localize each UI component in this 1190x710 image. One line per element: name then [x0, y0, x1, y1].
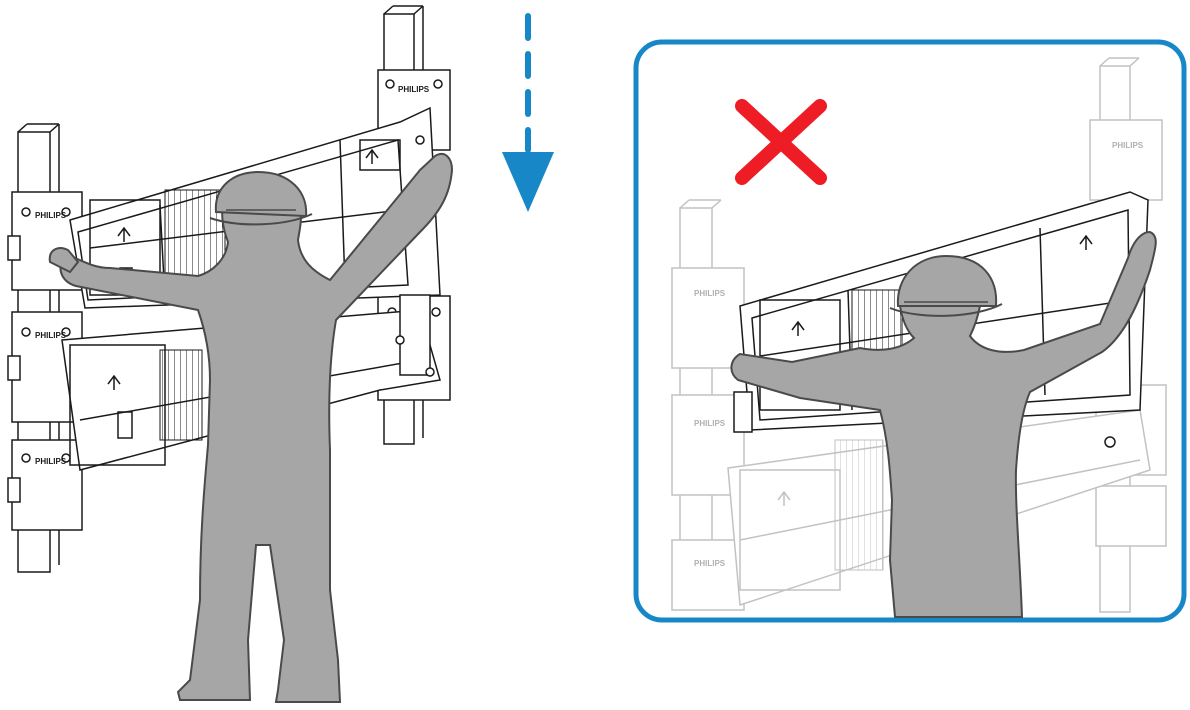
down-arrow-icon [502, 13, 554, 212]
faded-bracket-logos: PHILIPS PHILIPS PHILIPS PHILIPS [694, 141, 1144, 568]
installer-person [48, 152, 454, 703]
philips-logo-text: PHILIPS [35, 457, 67, 466]
philips-logo-text: PHILIPS [35, 211, 67, 220]
philips-logo-text: PHILIPS [694, 559, 726, 568]
philips-logo-text: PHILIPS [694, 419, 726, 428]
correct-installation-scene: PHILIPS PHILIPS PHILIPS PHILIPS [7, 5, 454, 703]
right-bracket-logos: PHILIPS [398, 85, 430, 94]
incorrect-installation-panel: PHILIPS PHILIPS PHILIPS PHILIPS [633, 39, 1187, 623]
philips-logo-text: PHILIPS [694, 289, 726, 298]
red-cross-icon [735, 99, 827, 185]
installer-person-wrong [730, 230, 1157, 618]
philips-logo-text: PHILIPS [35, 331, 67, 340]
philips-logo-text: PHILIPS [398, 85, 430, 94]
left-bracket-logos: PHILIPS PHILIPS PHILIPS [35, 211, 67, 466]
philips-logo-text: PHILIPS [1112, 141, 1144, 150]
